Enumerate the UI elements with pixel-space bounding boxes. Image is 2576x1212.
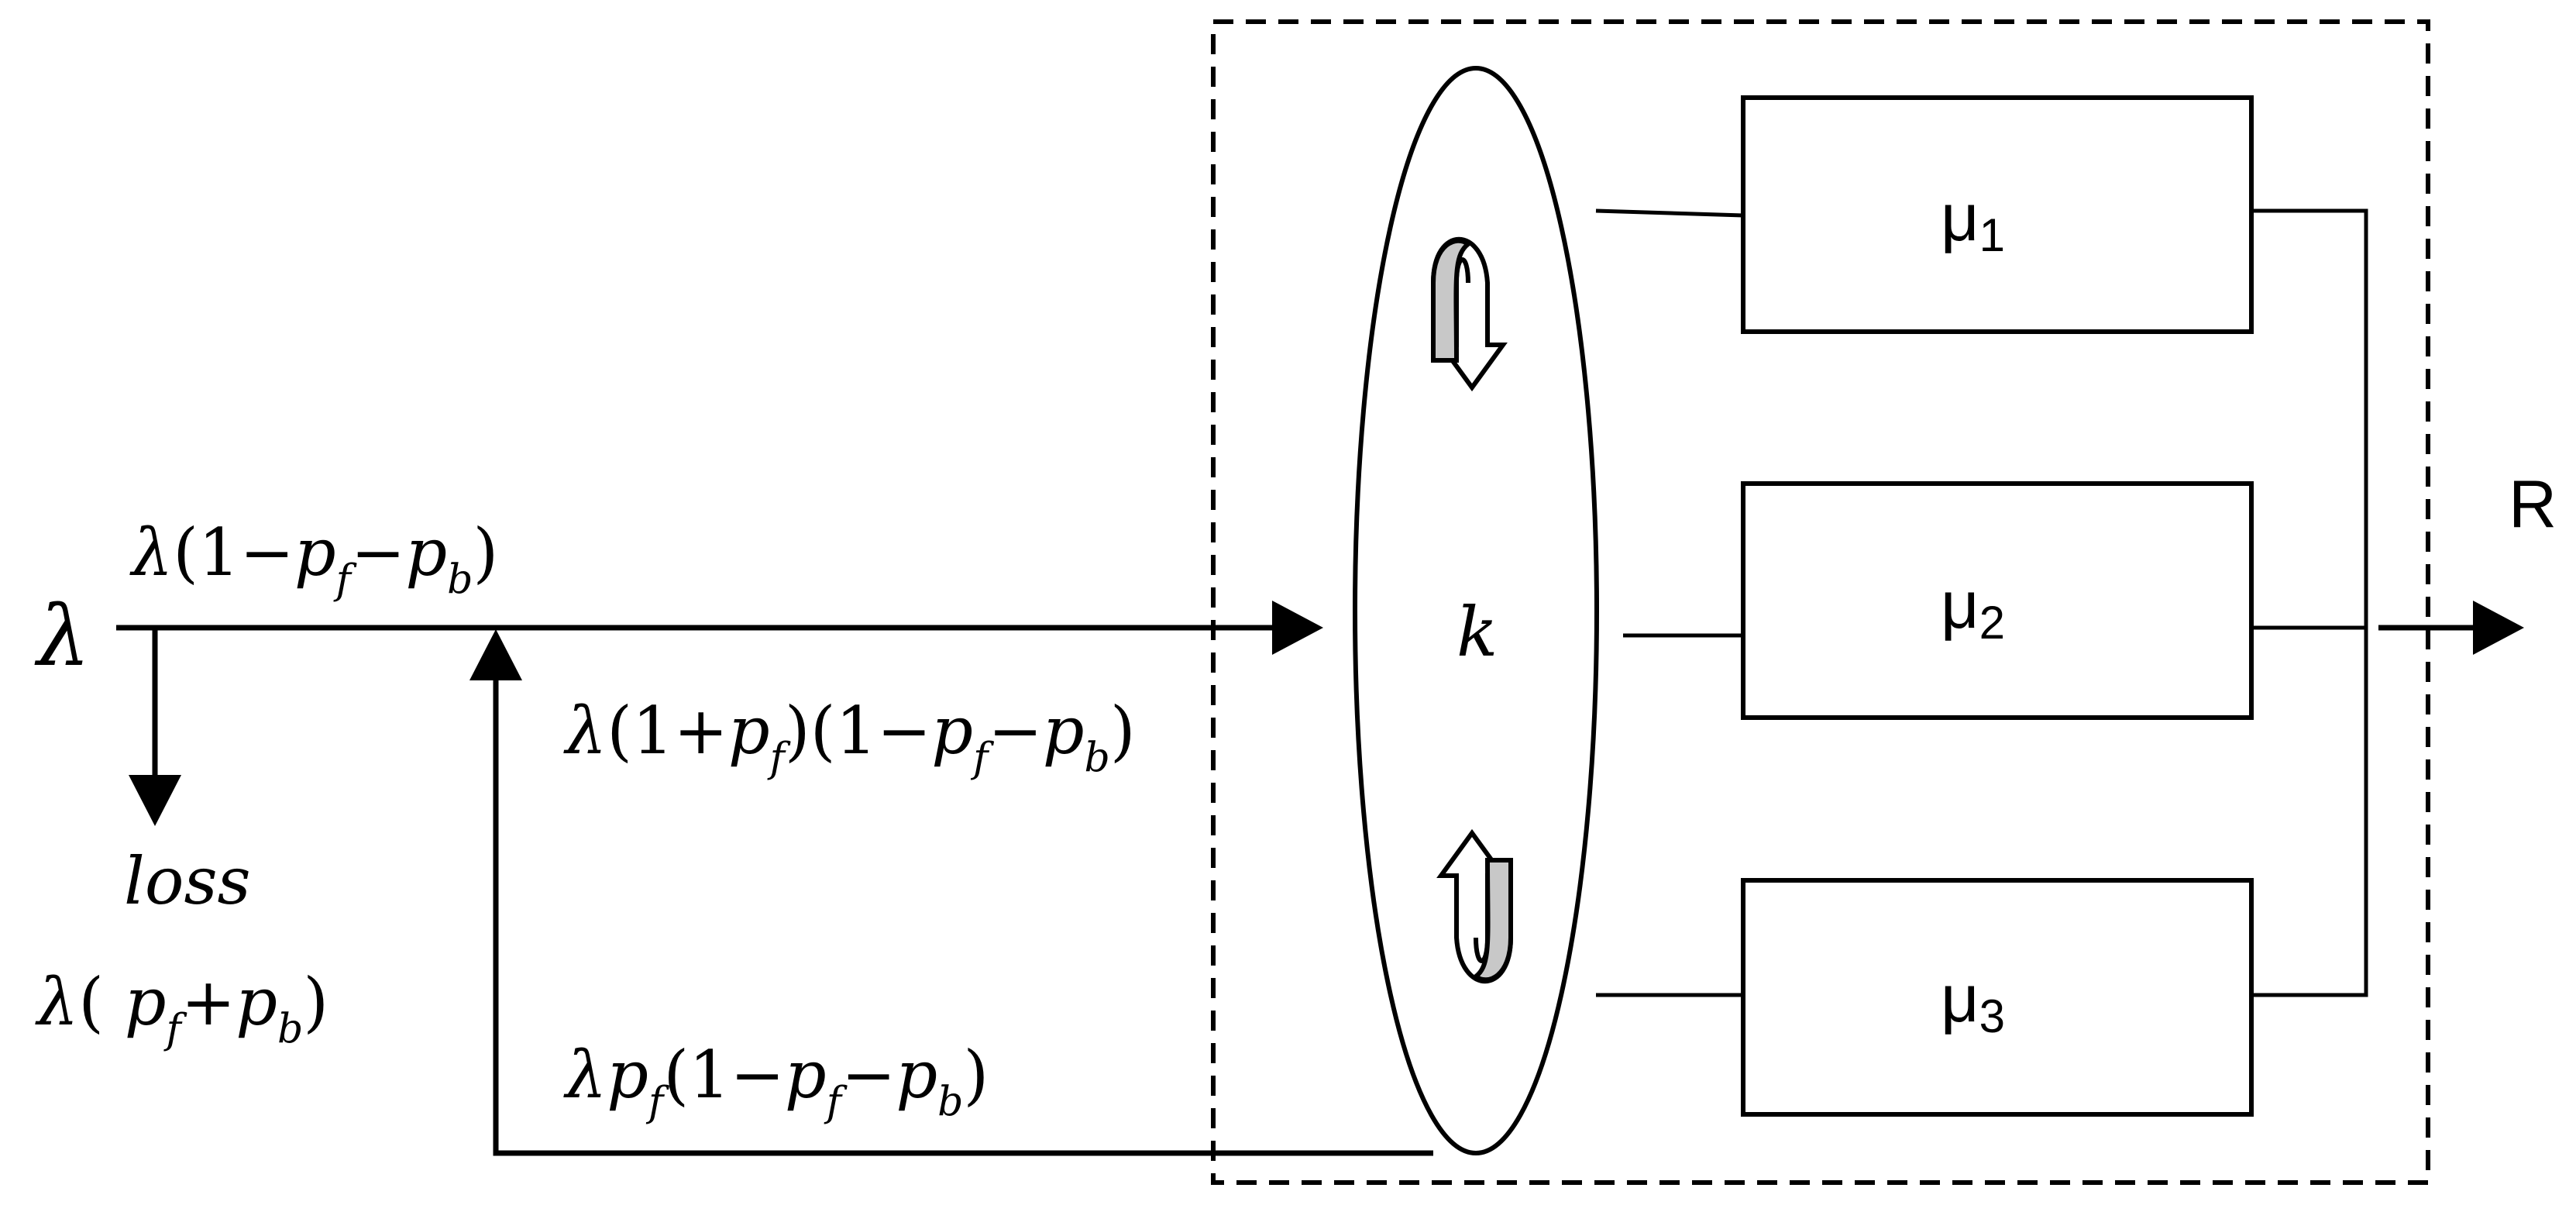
server-label-2: μ2 <box>1941 568 2005 649</box>
main-flow-arrowhead <box>1272 601 1323 655</box>
expression-token: p <box>607 1037 648 1113</box>
expression-token: b <box>1085 735 1110 782</box>
expression-token: λ <box>129 515 173 591</box>
output-label: R <box>2509 467 2557 542</box>
input-rate-label: λ <box>34 588 90 685</box>
merged-flow-expression: λ(1+pf)(1−pf−pb) <box>563 693 1136 782</box>
expression-token: (1− <box>173 515 294 591</box>
expression-token: + <box>181 964 236 1040</box>
expression-token: (1− <box>663 1037 785 1113</box>
system-boundary <box>1211 19 2430 1185</box>
feedback-flow-expression: λpf(1−pf−pb) <box>563 1037 989 1126</box>
server1-input-line <box>1595 208 1744 218</box>
dispatcher-ellipse <box>1353 66 1599 1155</box>
server-box-1 <box>1741 95 2254 334</box>
expression-token: λ <box>563 693 607 769</box>
expression-token: p <box>931 693 973 769</box>
expression-token: p <box>785 1037 827 1113</box>
server-box-2 <box>1741 481 2254 720</box>
loss-arrowhead <box>129 775 181 826</box>
expression-token: − <box>988 693 1042 769</box>
loss-label: loss <box>124 843 251 919</box>
expression-token: )(1− <box>785 693 931 769</box>
expression-token: p <box>125 964 167 1040</box>
expression-token: ) <box>1110 693 1136 769</box>
expression-token: p <box>236 964 277 1040</box>
expression-token: p <box>405 515 447 591</box>
expression-token: p <box>896 1037 937 1113</box>
feedback-arrowhead <box>469 629 522 680</box>
expression-token: − <box>351 515 405 591</box>
top-flow-expression: λ(1−pf−pb) <box>129 515 498 604</box>
expression-token: p <box>728 693 770 769</box>
expression-token: b <box>277 1007 303 1053</box>
server-label-1: μ1 <box>1941 181 2005 261</box>
output-bus-top <box>2251 208 2368 997</box>
feedback-line <box>493 674 1433 1156</box>
expression-token: − <box>841 1037 896 1113</box>
expression-token: ( <box>78 964 124 1040</box>
expression-token: ) <box>473 515 498 591</box>
rotation-arrow-icon <box>1431 237 1508 392</box>
rotation-arrow-icon <box>1436 828 1513 983</box>
dispatcher-label: k <box>1457 592 1498 672</box>
loss-flow-expression: λ( pf+pb) <box>35 964 328 1053</box>
server-box-3 <box>1741 878 2254 1117</box>
expression-token: (1+ <box>607 693 728 769</box>
output-arrowhead <box>2473 601 2524 655</box>
expression-token: b <box>447 557 473 604</box>
expression-token: ) <box>303 964 328 1040</box>
expression-token: λ <box>35 964 78 1040</box>
expression-token: b <box>937 1079 963 1126</box>
expression-token: ) <box>964 1037 989 1113</box>
expression-token: λ <box>563 1037 607 1113</box>
expression-token: p <box>294 515 336 591</box>
expression-token: p <box>1043 693 1085 769</box>
server-label-3: μ3 <box>1941 962 2005 1042</box>
